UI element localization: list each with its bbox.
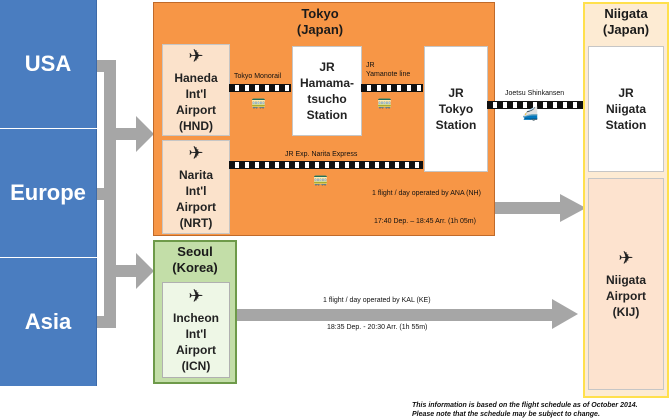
niigata-station-line1: JR [618,86,634,100]
footnote-line1: This information is based on the flight … [412,402,638,409]
train-icon: 🚃 [251,95,266,109]
incheon-line3: Airport [176,343,216,357]
incheon-line2: Int'l [185,327,207,341]
niigata-station: JR Niigata Station [588,46,664,172]
haneda-airport: ✈ Haneda Int'l Airport (HND) [162,44,230,136]
footnote-line2: Please note that the schedule may be sub… [412,411,600,418]
ana-flight-time: 17:40 Dep. – 18:45 Arr. (1h 05m) [374,218,476,225]
origin-spine [104,60,116,328]
shinkansen-label: Joetsu Shinkansen [505,90,565,97]
ana-flight-info: 1 flight / day operated by ANA (NH) [372,190,481,197]
narita-line3: Airport [176,200,216,214]
narita-express-line [229,161,423,169]
narita-line4: (NRT) [179,216,213,230]
shinkansen-icon: 🚄 [522,106,539,121]
seoul-arrow-head [136,253,154,289]
niigata-station-line2: Niigata [605,102,646,116]
niigata-title: Niigata (Japan) [583,6,669,38]
niigata-airport-line1: Niigata [605,273,646,287]
origin-europe-label: Europe [10,180,86,205]
incheon-line4: (ICN) [181,359,211,373]
niigata-title-line2: (Japan) [602,22,650,37]
tokyo-station: JR Tokyo Station [424,46,488,172]
narita-line1: Narita [178,168,213,182]
origin-usa-label: USA [24,51,72,76]
yamanote-line [361,84,423,92]
train-icon: 🚃 [313,172,328,186]
tokyo-title-line1: Tokyo [301,6,339,21]
seoul-title: Seoul (Korea) [153,244,237,276]
hamamatsucho-line2: Hamama- [299,76,355,90]
hamamatsucho-line1: JR [319,60,335,74]
haneda-line3: Airport [176,103,216,117]
niigata-station-line3: Station [605,118,647,132]
monorail-line [229,84,291,92]
tokyo-station-line1: JR [448,86,464,100]
footnote: This information is based on the flight … [412,401,638,419]
haneda-line1: Haneda [174,71,218,85]
origin-asia-label: Asia [24,309,72,334]
kal-flight-arrow-shaft [230,309,562,321]
niigata-title-line1: Niigata [604,6,648,21]
narita-line2: Int'l [185,184,207,198]
niigata-airport: ✈ Niigata Airport (KIJ) [588,178,664,390]
origin-asia: Asia [0,258,97,386]
airplane-icon: ✈ [188,46,204,66]
narita-airport: ✈ Narita Int'l Airport (NRT) [162,140,230,234]
narita-express-label: JR Exp. Narita Express [285,151,358,158]
monorail-label: Tokyo Monorail [234,73,282,80]
yamanote-label-1: JR [366,62,375,69]
shinkansen-line [487,101,587,109]
niigata-airport-line2: Airport [606,289,646,303]
hamamatsucho-line3: tsucho [307,92,347,106]
hamamatsucho-line4: Station [306,108,348,122]
ana-flight-arrow-head [560,194,586,222]
tokyo-arrow-shaft [116,128,136,140]
origin-usa: USA [0,0,97,128]
tokyo-title-line2: (Japan) [296,22,344,37]
seoul-title-line2: (Korea) [172,260,218,275]
incheon-line1: Incheon [172,311,219,325]
kal-flight-arrow-head [552,299,578,329]
tokyo-title: Tokyo (Japan) [230,6,410,38]
tokyo-arrow-head [136,116,154,152]
haneda-line2: Int'l [185,87,207,101]
kal-flight-info: 1 flight / day operated by KAL (KE) [323,297,431,304]
haneda-line4: (HND) [179,119,213,133]
incheon-airport: ✈ Incheon Int'l Airport (ICN) [162,282,230,378]
airplane-icon: ✈ [188,143,204,163]
niigata-airport-line3: (KIJ) [612,305,640,319]
tokyo-station-line2: Tokyo [438,102,474,116]
origin-europe: Europe [0,129,97,257]
seoul-arrow-shaft [116,265,136,277]
train-icon: 🚃 [377,95,392,109]
airplane-icon: ✈ [188,286,204,306]
tokyo-station-line3: Station [435,118,477,132]
kal-flight-time: 18:35 Dep. - 20:30 Arr. (1h 55m) [327,324,428,331]
hamamatsucho-station: JR Hamama- tsucho Station [292,46,362,136]
airplane-icon: ✈ [618,248,634,268]
seoul-title-line1: Seoul [177,244,213,259]
yamanote-label-2: Yamanote line [366,71,411,78]
